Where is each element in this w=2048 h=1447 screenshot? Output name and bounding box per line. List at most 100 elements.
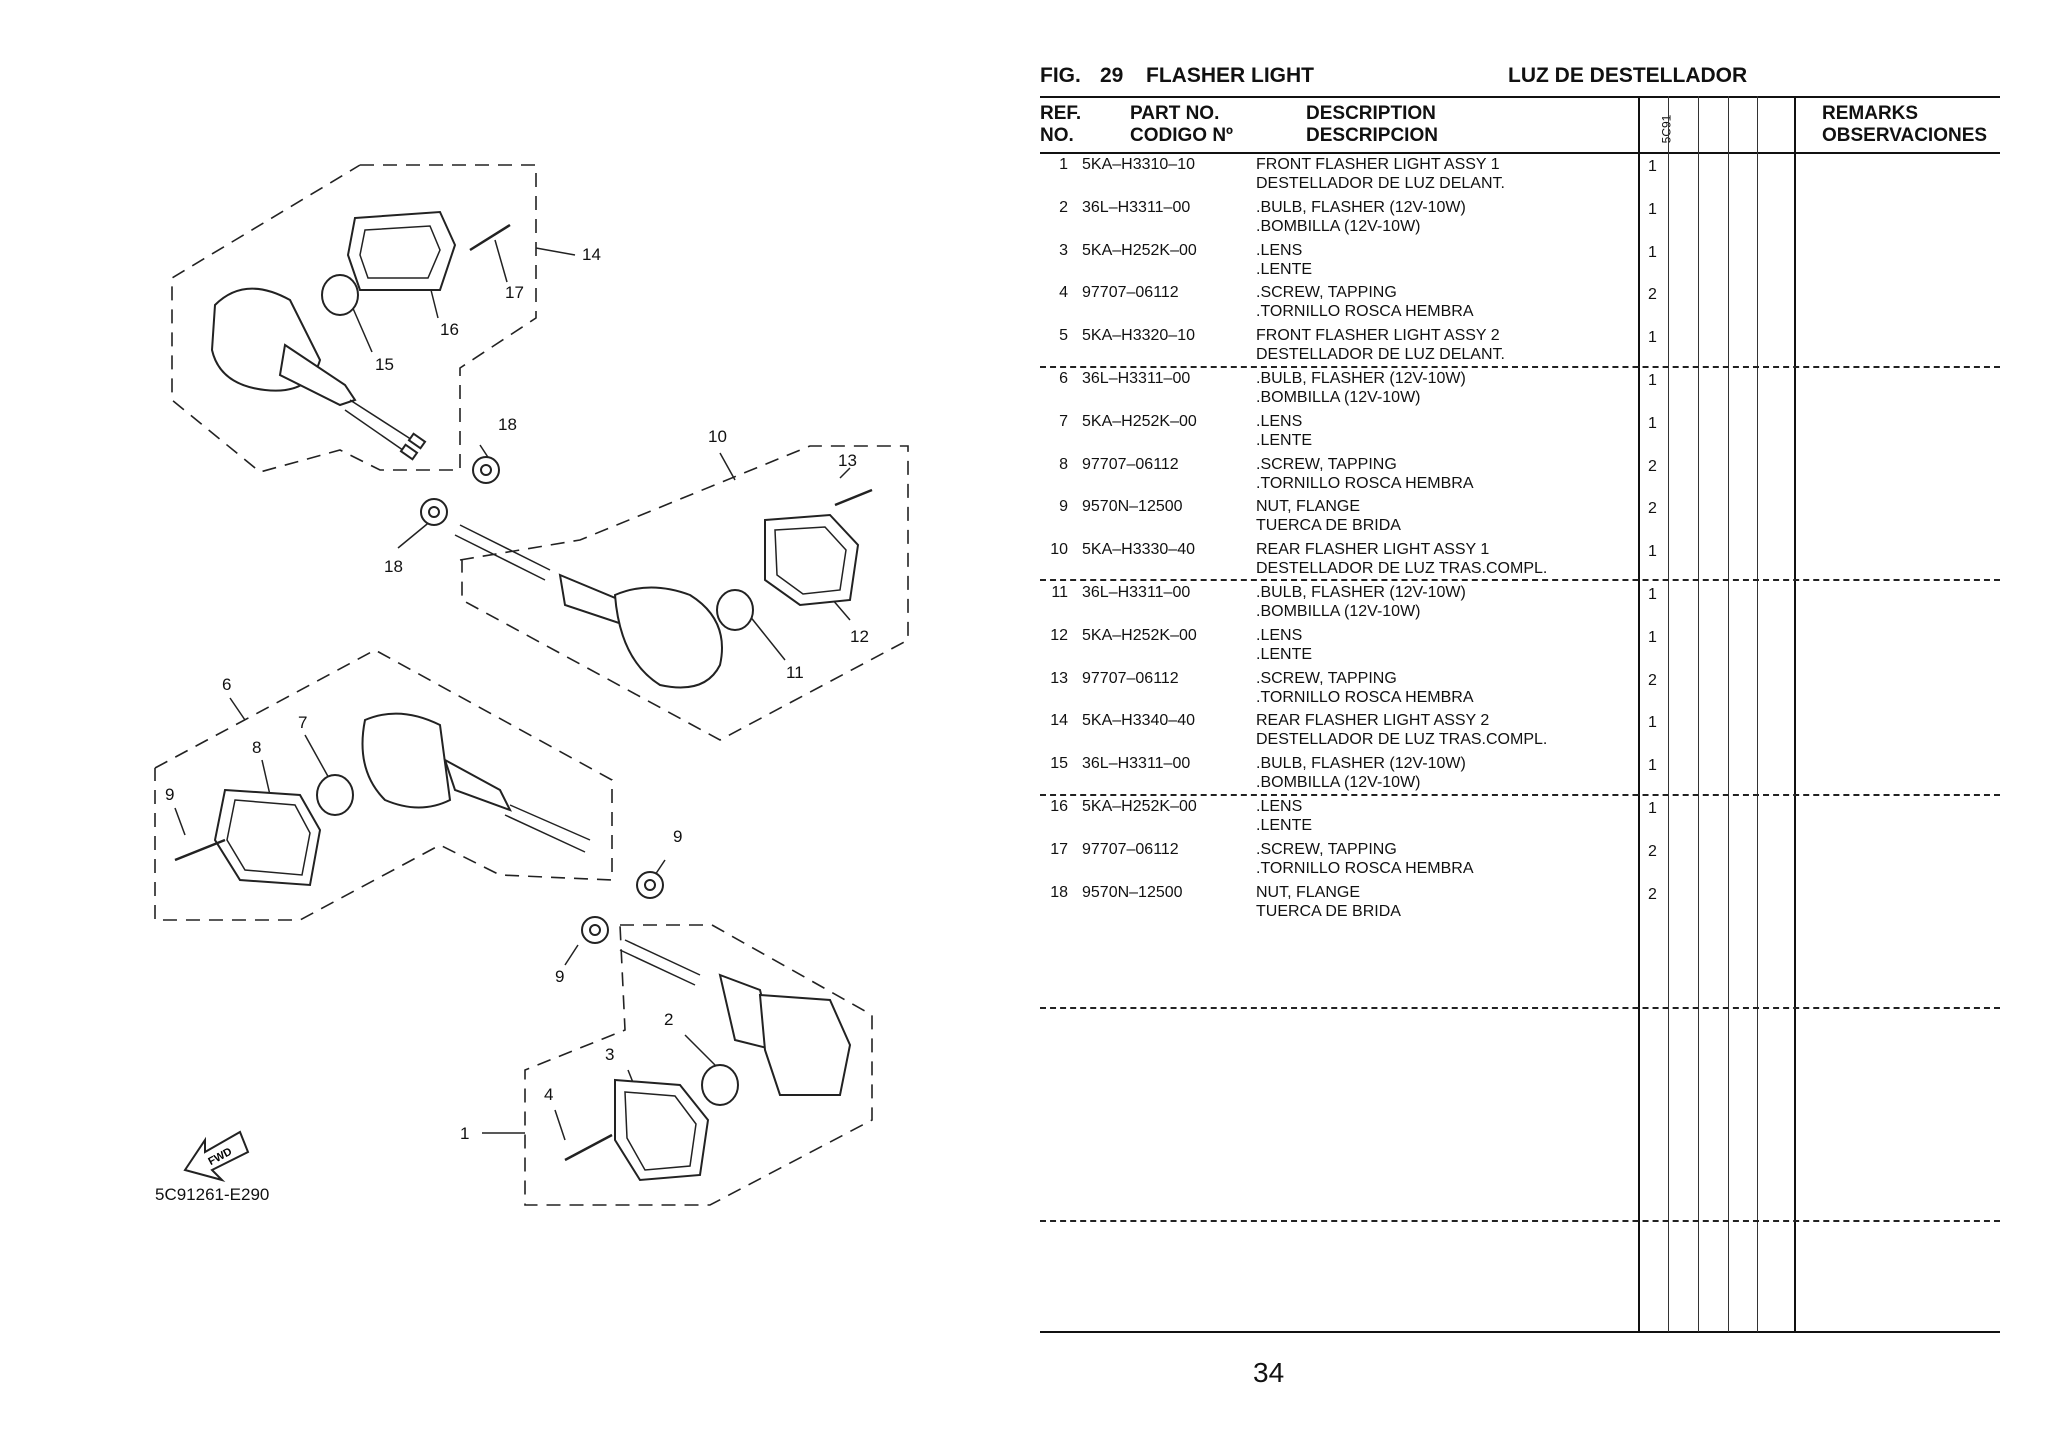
part-description-en: .LENS xyxy=(1256,412,1303,430)
part-ref: 18 xyxy=(1050,883,1068,901)
lens-7 xyxy=(213,788,322,887)
assembly-14-outline xyxy=(171,164,537,473)
part-quantity: 1 xyxy=(1648,158,1657,175)
part-number: 9570N–12500 xyxy=(1082,498,1183,516)
callout-1: 1 xyxy=(460,1124,469,1143)
separator-4 xyxy=(1040,1007,2000,1009)
part-description-es: DESTELLADOR DE LUZ TRAS.COMPL. xyxy=(1256,731,1548,749)
part-quantity: 2 xyxy=(1648,500,1657,518)
part-ref: 4 xyxy=(1059,284,1068,302)
callout-11: 11 xyxy=(786,663,804,682)
exploded-parts-diagram: 14 17 16 15 18 18 10 13 12 11 6 7 8 9 9 … xyxy=(154,164,909,1206)
part-number: 5KA–H252K–00 xyxy=(1082,798,1197,815)
part-description-es: .LENTE xyxy=(1256,817,1313,834)
bulb-2 xyxy=(701,1064,739,1106)
callout-9-b: 9 xyxy=(555,967,564,986)
part-description-es: DESTELLADOR DE LUZ TRAS.COMPL. xyxy=(1256,560,1548,578)
part-ref: 9 xyxy=(1059,498,1068,516)
part-number: 9570N–12500 xyxy=(1082,883,1183,901)
part-description-es: TUERCA DE BRIDA xyxy=(1256,902,1401,920)
part-number: 97707–06112 xyxy=(1082,840,1179,858)
part-description-en: .BULB, FLASHER (12V-10W) xyxy=(1256,755,1466,773)
separator-5 xyxy=(1040,1220,2000,1222)
lens-16 xyxy=(346,210,457,291)
part-ref: 3 xyxy=(1059,241,1068,259)
col-line-qty-left xyxy=(1638,96,1640,1332)
part-description-es: .TORNILLO ROSCA HEMBRA xyxy=(1256,859,1474,877)
part-description-en: FRONT FLASHER LIGHT ASSY 2 xyxy=(1256,327,1500,345)
part-description-es: .TORNILLO ROSCA HEMBRA xyxy=(1256,474,1474,492)
part-number: 36L–H3311–00 xyxy=(1082,198,1191,216)
part-quantity: 1 xyxy=(1648,586,1657,603)
part-ref: 8 xyxy=(1059,455,1068,473)
part-number: 5KA–H252K–00 xyxy=(1082,412,1197,430)
part-description-en: NUT, FLANGE xyxy=(1256,498,1361,516)
part-description-es: .LENTE xyxy=(1256,260,1313,278)
part-number: 5KA–H3310–10 xyxy=(1082,156,1195,173)
part-description-en: .BULB, FLASHER (12V-10W) xyxy=(1256,198,1466,216)
part-quantity: 1 xyxy=(1648,414,1657,432)
callout-2: 2 xyxy=(664,1010,673,1029)
lens-3 xyxy=(614,1078,710,1182)
part-quantity: 1 xyxy=(1648,757,1657,775)
separator-2 xyxy=(1040,579,2000,581)
part-ref: 17 xyxy=(1050,840,1068,858)
part-quantity: 2 xyxy=(1648,885,1657,903)
part-description-en: .SCREW, TAPPING xyxy=(1256,669,1397,687)
part-quantity: 2 xyxy=(1648,457,1657,475)
part-description-es: DESTELLADOR DE LUZ DELANT. xyxy=(1256,175,1505,192)
callout-13: 13 xyxy=(838,451,857,470)
part-quantity: 1 xyxy=(1648,243,1657,261)
part-number: 36L–H3311–00 xyxy=(1082,755,1191,773)
part-ref: 6 xyxy=(1059,370,1068,387)
callout-18-a: 18 xyxy=(498,415,517,434)
housing-5 xyxy=(361,712,452,809)
col-line-3 xyxy=(1728,96,1729,1332)
page-number: 34 xyxy=(1253,1357,1285,1388)
housing-10 xyxy=(613,586,723,689)
part-quantity: 1 xyxy=(1648,628,1657,646)
callout-4: 4 xyxy=(544,1085,553,1104)
part-quantity: 2 xyxy=(1648,286,1657,304)
part-number: 5KA–H252K–00 xyxy=(1082,626,1197,644)
part-description-es: .TORNILLO ROSCA HEMBRA xyxy=(1256,688,1474,706)
part-ref: 5 xyxy=(1059,327,1068,345)
part-description-es: .BOMBILLA (12V-10W) xyxy=(1256,774,1421,792)
diagram-code: 5C91261-E290 xyxy=(155,1185,269,1204)
part-description-en: .SCREW, TAPPING xyxy=(1256,455,1397,473)
part-ref: 13 xyxy=(1050,669,1068,687)
separator-3 xyxy=(1040,794,2000,796)
part-description-es: TUERCA DE BRIDA xyxy=(1256,517,1401,535)
part-description-en: .LENS xyxy=(1256,241,1303,259)
assembly-1-outline xyxy=(524,924,873,1206)
part-description-es: .BOMBILLA (12V-10W) xyxy=(1256,603,1421,620)
part-description-en: NUT, FLANGE xyxy=(1256,883,1361,901)
part-quantity: 1 xyxy=(1648,714,1657,732)
part-ref: 2 xyxy=(1059,198,1068,216)
callout-12: 12 xyxy=(850,627,869,646)
part-description-es: .BOMBILLA (12V-10W) xyxy=(1256,217,1421,235)
part-description-en: .SCREW, TAPPING xyxy=(1256,284,1397,302)
part-ref: 14 xyxy=(1050,712,1068,730)
part-description-en: .LENS xyxy=(1256,626,1303,644)
col-line-2 xyxy=(1698,96,1699,1332)
callout-3: 3 xyxy=(605,1045,614,1064)
col-ref: REF.NO. xyxy=(1040,103,1082,146)
part-number: 5KA–H3330–40 xyxy=(1082,541,1195,559)
part-quantity: 1 xyxy=(1648,543,1657,561)
part-ref: 1 xyxy=(1059,156,1068,173)
part-description-es: .LENTE xyxy=(1256,431,1313,449)
part-ref: 7 xyxy=(1059,412,1068,430)
assembly-10-outline xyxy=(459,445,909,741)
callout-6: 7 xyxy=(298,713,307,732)
part-quantity: 2 xyxy=(1648,842,1657,860)
part-description-en: .SCREW, TAPPING xyxy=(1256,840,1397,858)
part-description-en: REAR FLASHER LIGHT ASSY 2 xyxy=(1256,712,1490,730)
col-line-1 xyxy=(1668,96,1669,1332)
part-description-en: .BULB, FLASHER (12V-10W) xyxy=(1256,370,1466,387)
part-description-en: REAR FLASHER LIGHT ASSY 1 xyxy=(1256,541,1490,559)
fwd-arrow-icon xyxy=(183,1130,250,1182)
bulb-15 xyxy=(321,274,359,316)
bottom-rule xyxy=(1040,1331,2000,1333)
